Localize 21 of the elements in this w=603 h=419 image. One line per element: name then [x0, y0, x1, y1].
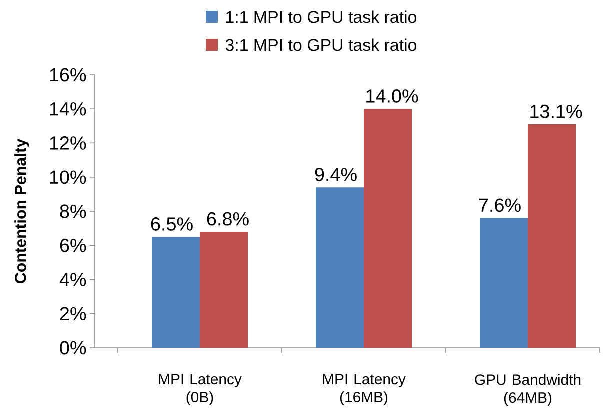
legend-label: 1:1 MPI to GPU task ratio	[226, 10, 416, 24]
value-label: 6.8%	[207, 212, 249, 226]
value-label: 13.1%	[530, 104, 582, 118]
value-label: 9.4%	[315, 168, 357, 182]
tick-label: 8%	[60, 204, 86, 218]
tick-label: 2%	[60, 307, 86, 321]
tick-label: 16%	[50, 68, 86, 82]
tick-label: 0%	[60, 341, 86, 355]
category-label: GPU Bandwidth (64MB)	[475, 374, 581, 406]
value-label: 14.0%	[366, 90, 418, 103]
tick-label: 14%	[50, 102, 86, 116]
tick-label: 12%	[50, 136, 86, 150]
tick-label: 4%	[60, 273, 86, 286]
legend-label: 3:1 MPI to GPU task ratio	[226, 38, 416, 52]
value-label: 6.5%	[151, 218, 193, 231]
tick-label: 6%	[60, 238, 86, 252]
axis-title: Contention Penalty	[14, 138, 30, 284]
value-label: 7.6%	[479, 198, 521, 212]
category-label: MPI Latency (0B)	[159, 374, 242, 406]
category-label: MPI Latency (16MB)	[323, 374, 406, 406]
tick-label: 10%	[50, 170, 86, 184]
